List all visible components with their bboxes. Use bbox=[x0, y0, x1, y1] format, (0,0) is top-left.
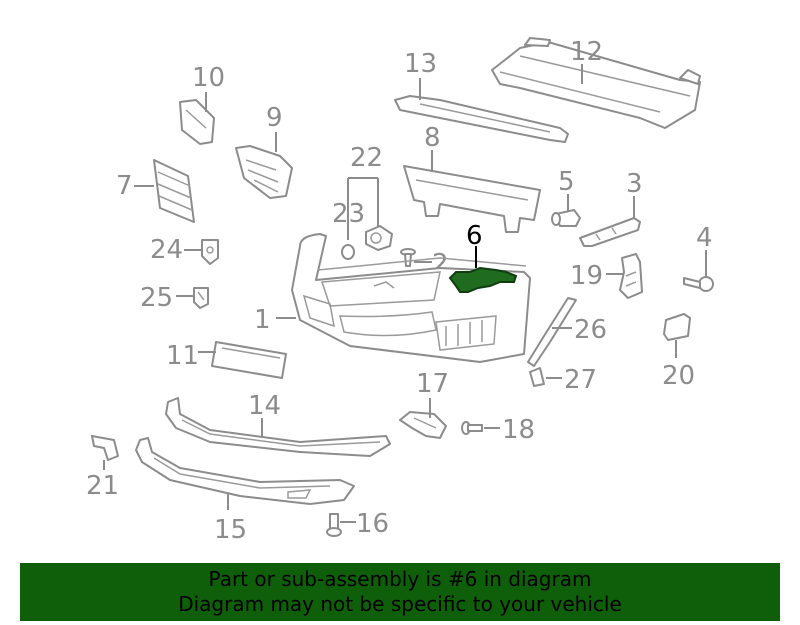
part-26-trim bbox=[527, 297, 577, 367]
part-23-ring bbox=[341, 244, 355, 260]
parts-diagram: 12 13 10 9 7 8 5 3 bbox=[86, 37, 714, 545]
label-19: 19 bbox=[570, 261, 603, 291]
label-4: 4 bbox=[696, 223, 713, 253]
part-19-side-bracket bbox=[619, 253, 643, 299]
label-7: 7 bbox=[116, 171, 133, 201]
label-17: 17 bbox=[416, 369, 449, 399]
label-26: 26 bbox=[574, 315, 607, 345]
label-5: 5 bbox=[558, 167, 575, 197]
part-8-plate bbox=[403, 165, 541, 233]
banner-line-2: Diagram may not be specific to your vehi… bbox=[178, 592, 622, 616]
part-16-stud bbox=[326, 513, 342, 537]
label-11: 11 bbox=[166, 341, 199, 371]
label-20: 20 bbox=[662, 361, 695, 391]
part-13-absorber bbox=[394, 95, 569, 143]
part-5-sensor bbox=[551, 209, 581, 227]
label-24: 24 bbox=[150, 235, 183, 265]
label-16: 16 bbox=[356, 509, 389, 539]
part-12-reinforcement bbox=[491, 37, 701, 129]
label-27: 27 bbox=[564, 365, 597, 395]
label-3: 3 bbox=[626, 169, 643, 199]
label-8: 8 bbox=[424, 123, 441, 153]
label-1: 1 bbox=[254, 305, 271, 335]
label-9: 9 bbox=[266, 103, 283, 133]
label-12: 12 bbox=[570, 37, 603, 67]
part-1-bumper-cover bbox=[291, 233, 531, 363]
label-13: 13 bbox=[404, 49, 437, 79]
label-22: 22 bbox=[350, 143, 383, 173]
part-7-side-grille bbox=[153, 159, 195, 223]
label-14: 14 bbox=[248, 391, 281, 421]
label-6: 6 bbox=[466, 221, 483, 251]
part-3-rail bbox=[579, 217, 641, 247]
part-17-bracket bbox=[399, 411, 447, 439]
part-10-bracket bbox=[179, 99, 215, 145]
part-6-bracket-highlighted bbox=[448, 266, 518, 293]
part-9-grille-insert bbox=[235, 145, 293, 199]
part-11-plate-bracket bbox=[211, 341, 287, 379]
info-banner: Part or sub-assembly is #6 in diagram Di… bbox=[20, 563, 780, 621]
banner-line-1: Part or sub-assembly is #6 in diagram bbox=[208, 567, 592, 591]
label-23: 23 bbox=[332, 199, 365, 229]
label-10: 10 bbox=[192, 63, 225, 93]
label-15: 15 bbox=[214, 515, 247, 545]
label-18: 18 bbox=[502, 415, 535, 445]
part-27-clip bbox=[529, 367, 545, 387]
leader-22 bbox=[347, 177, 379, 240]
part-2-screw bbox=[400, 248, 416, 267]
part-22-sensor bbox=[365, 225, 393, 251]
part-14-spoiler bbox=[165, 397, 391, 457]
label-21: 21 bbox=[86, 471, 119, 501]
part-21-trim bbox=[91, 435, 119, 461]
part-18-bolt bbox=[461, 421, 483, 435]
part-20-clip bbox=[663, 313, 691, 341]
part-24-cap bbox=[201, 239, 219, 265]
label-25: 25 bbox=[140, 283, 173, 313]
part-25-cap bbox=[193, 287, 209, 309]
part-4-clip bbox=[683, 276, 714, 292]
part-15-valance bbox=[135, 437, 355, 505]
